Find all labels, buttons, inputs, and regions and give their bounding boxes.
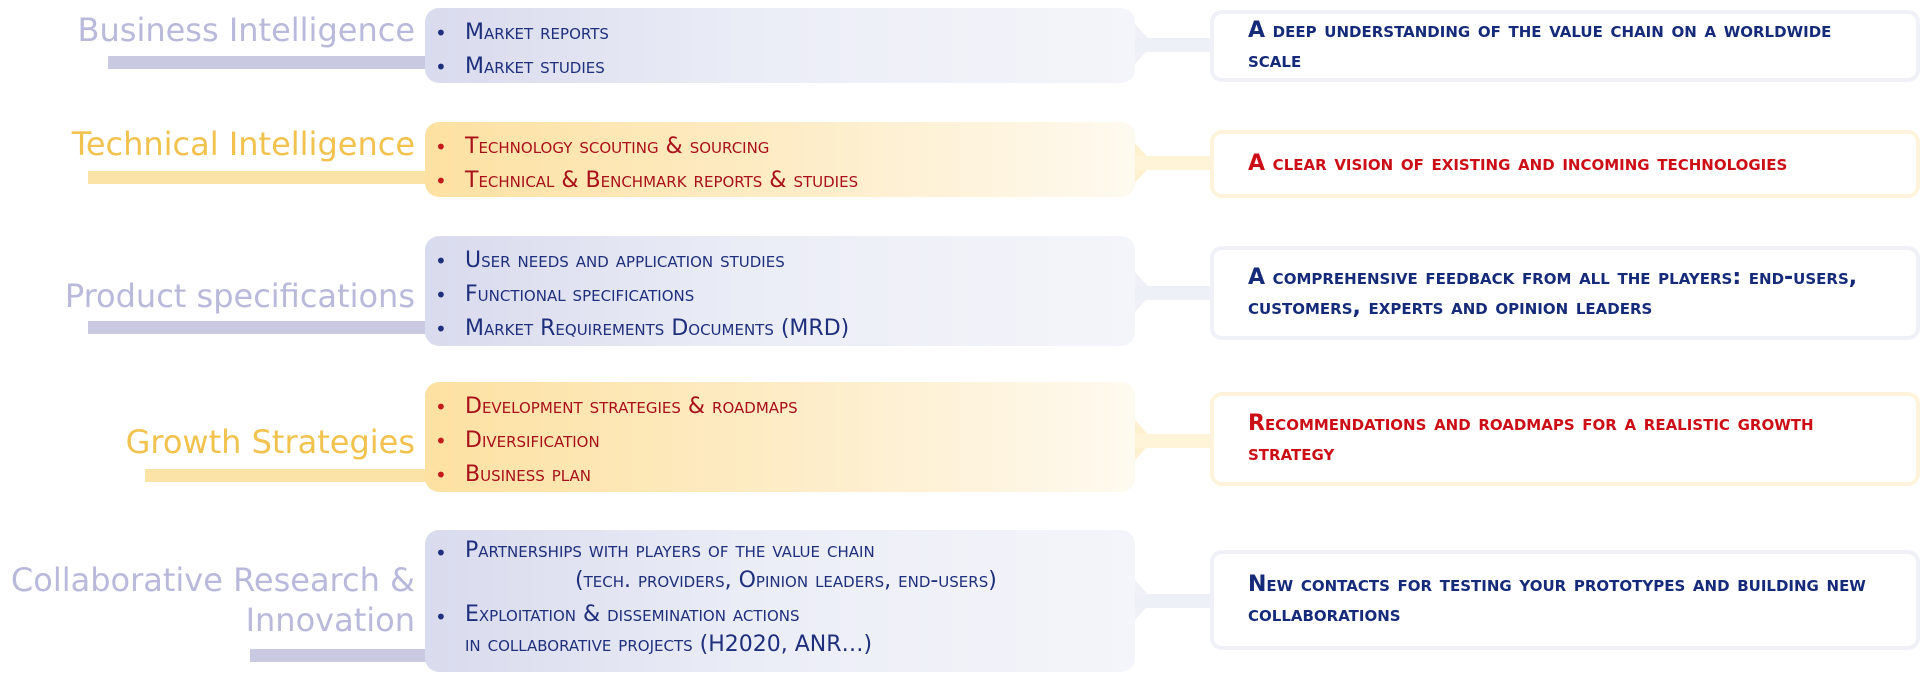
list-item: •Business plan: [435, 458, 1135, 492]
label-underline: [88, 321, 438, 334]
label-underline: [145, 469, 438, 482]
list-item: •Technical & Benchmark reports & studies: [435, 164, 1135, 198]
connector-bar: [1135, 594, 1210, 608]
service-list: •Technology scouting & sourcing •Technic…: [435, 130, 1135, 198]
services-panel: •Development strategies & roadmaps •Dive…: [425, 382, 1135, 492]
list-item: • Exploitation & dissemination actions i…: [435, 602, 873, 657]
service-list: •Development strategies & roadmaps •Dive…: [435, 390, 1135, 492]
list-item: •User needs and application studies: [435, 244, 1135, 278]
services-panel: •Market reports •Market studies: [425, 8, 1135, 83]
list-item: •Diversification: [435, 424, 1135, 458]
bullet-icon: •: [435, 605, 447, 629]
service-list: •Market reports •Market studies: [435, 16, 1135, 84]
bullet-icon: •: [435, 249, 447, 273]
connector-bar: [1135, 286, 1210, 300]
list-item: •Development strategies & roadmaps: [435, 390, 1135, 424]
list-item: •Market reports: [435, 16, 1135, 50]
outcome-text: A clear vision of existing and incoming …: [1248, 151, 1788, 176]
bullet-icon: •: [435, 55, 447, 79]
outcome-box: Recommendations and roadmaps for a reali…: [1210, 392, 1920, 486]
row-label: Business Intelligence: [77, 11, 415, 49]
services-panel: • Partnerships with players of the value…: [425, 530, 1135, 672]
outcome-box: A clear vision of existing and incoming …: [1210, 130, 1920, 198]
label-underline: [250, 649, 438, 662]
outcome-text: Recommendations and roadmaps for a reali…: [1248, 411, 1814, 466]
bullet-icon: •: [435, 541, 447, 565]
list-item: •Technology scouting & sourcing: [435, 130, 1135, 164]
connector-bar: [1135, 38, 1210, 52]
outcome-text: A comprehensive feedback from all the pl…: [1248, 265, 1858, 320]
bullet-icon: •: [435, 395, 447, 419]
connector-bar: [1135, 156, 1210, 170]
row-label: Product specifications: [64, 277, 415, 315]
list-item: •Market studies: [435, 50, 1135, 84]
row-label-line2: Innovation: [245, 601, 415, 639]
bullet-icon: •: [435, 429, 447, 453]
bullet-icon: •: [435, 169, 447, 193]
services-panel: •Technology scouting & sourcing •Technic…: [425, 122, 1135, 197]
outcome-text: A deep understanding of the value chain …: [1248, 18, 1832, 73]
label-underline: [88, 171, 438, 184]
row-label-line1: Collaborative Research &: [10, 561, 415, 599]
outcome-box: New contacts for testing your prototypes…: [1210, 550, 1920, 650]
bullet-icon: •: [435, 283, 447, 307]
bullet-icon: •: [435, 21, 447, 45]
outcome-text: New contacts for testing your prototypes…: [1248, 572, 1866, 627]
bullet-icon: •: [435, 317, 447, 341]
outcome-box: A deep understanding of the value chain …: [1210, 10, 1920, 82]
row-label: Collaborative Research & Innovation: [11, 560, 415, 640]
service-list: •User needs and application studies •Fun…: [435, 244, 1135, 346]
bullet-icon: •: [435, 135, 447, 159]
outcome-box: A comprehensive feedback from all the pl…: [1210, 246, 1920, 340]
services-panel: •User needs and application studies •Fun…: [425, 236, 1135, 346]
list-item: •Functional specifications: [435, 278, 1135, 312]
list-item: •Market Requirements Documents (MRD): [435, 312, 1135, 346]
list-item: • Partnerships with players of the value…: [435, 538, 997, 593]
bullet-icon: •: [435, 463, 447, 487]
row-label: Growth Strategies: [125, 423, 415, 461]
service-list: • Partnerships with players of the value…: [435, 536, 1135, 660]
label-underline: [108, 56, 438, 69]
connector-bar: [1135, 434, 1210, 448]
row-label: Technical Intelligence: [71, 125, 415, 163]
